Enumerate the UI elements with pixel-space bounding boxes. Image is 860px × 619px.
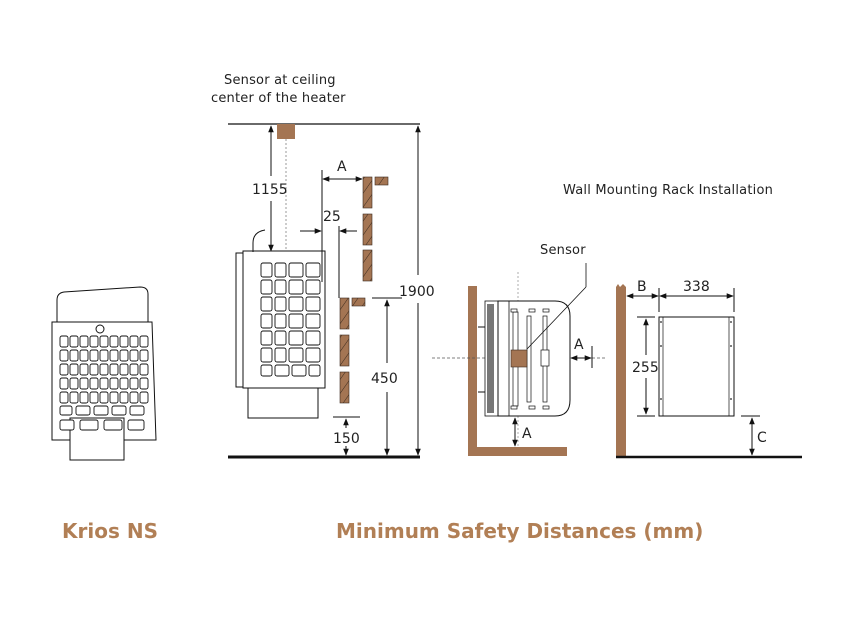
wall-board (339, 334, 350, 367)
dim-255: 255 (632, 360, 659, 376)
dim-a-front: A (574, 337, 584, 353)
section-title: Minimum Safety Distances (mm) (336, 519, 704, 543)
rack-strip (487, 304, 494, 413)
dim-25: 25 (323, 209, 341, 225)
dim-1155: 1155 (252, 182, 288, 198)
heater-product-illustration (51, 286, 157, 461)
dim-a-side: A (337, 159, 347, 175)
wall-board (339, 297, 350, 330)
dim-b: B (637, 279, 647, 295)
dim-a-bottom: A (522, 426, 532, 442)
heater-grille (59, 335, 149, 431)
dim-150: 150 (333, 431, 360, 447)
wall-mounting-label: Wall Mounting Rack Installation (563, 183, 774, 198)
sensor-ceiling-label-line1: Sensor at ceiling (224, 73, 336, 88)
wall-board (339, 371, 350, 404)
side-elevation: 1155 A 25 1900 450 150 (228, 123, 435, 459)
heater-side-base (247, 387, 319, 419)
wall-rack-view: B 338 255 C (616, 279, 802, 459)
heater-side-body (242, 250, 326, 389)
dim-c: C (757, 430, 767, 446)
sensor-ceiling-label-line2: center of the heater (211, 91, 346, 106)
rack-wall (616, 284, 626, 457)
product-title: Krios NS (62, 519, 158, 543)
heater-side-grille (260, 262, 321, 377)
sensor-leader-line (526, 286, 587, 350)
wall-board (374, 176, 389, 186)
top-view: A A (432, 263, 605, 456)
wall-board (362, 213, 373, 246)
sensor-label: Sensor (540, 243, 586, 258)
ceiling-sensor (277, 124, 295, 139)
top-view-sensor (510, 349, 528, 368)
wall-board (362, 176, 373, 209)
mounting-rack (658, 316, 735, 417)
wall-board (362, 249, 373, 282)
dim-338: 338 (683, 279, 710, 295)
wall-board (351, 297, 366, 307)
dim-450: 450 (371, 371, 398, 387)
dim-1900: 1900 (399, 284, 435, 300)
